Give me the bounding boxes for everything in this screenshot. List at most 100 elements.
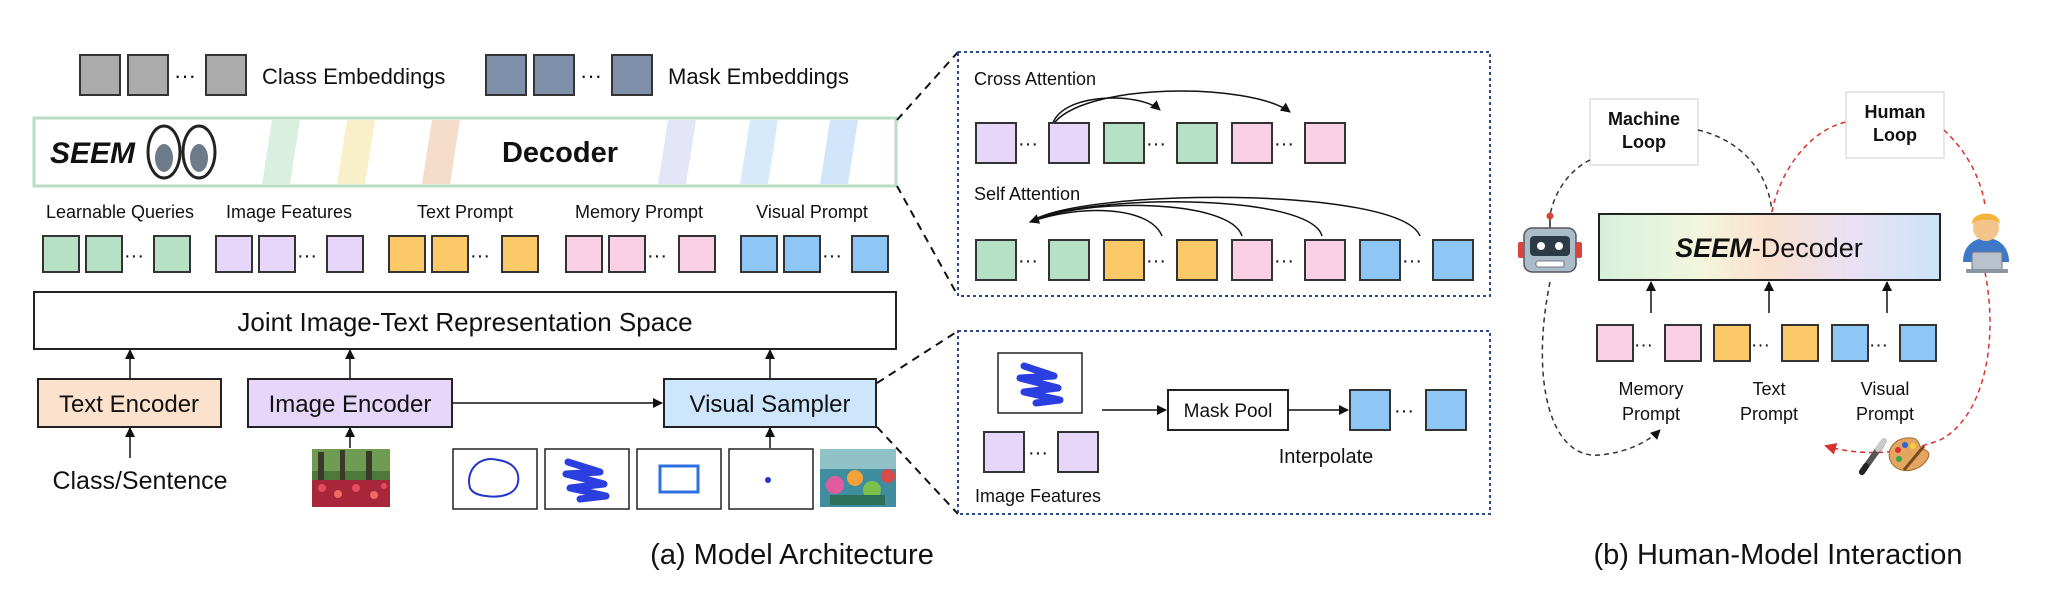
human-loop-label: Human — [1864, 102, 1925, 122]
connector-dashed — [896, 51, 959, 121]
human-loop-box — [1845, 91, 1945, 159]
image-features-detail-label: Image Features — [975, 486, 1101, 506]
mask-embedding-box — [533, 54, 575, 96]
token-box — [1713, 324, 1751, 362]
token-box — [1176, 122, 1218, 164]
image-features-label: Image Features — [226, 202, 352, 222]
token-box — [258, 235, 296, 273]
token-box — [975, 239, 1017, 281]
ellipsis: ··· — [1146, 250, 1166, 272]
ellipsis: ··· — [1394, 400, 1414, 422]
token-box — [1349, 389, 1391, 431]
token-box — [1432, 239, 1474, 281]
learnable-queries-tokens: ··· — [42, 235, 191, 273]
token-box — [85, 235, 123, 273]
machine-loop-path — [1549, 159, 1591, 216]
ellipsis: ··· — [1751, 335, 1770, 356]
visual-sampler-label: Visual Sampler — [690, 391, 851, 418]
text-encoder-label: Text Encoder — [59, 391, 199, 418]
token-box — [42, 235, 80, 273]
seem-decoder-interaction-box — [1598, 213, 1941, 281]
text-prompt-label: Prompt — [1740, 404, 1798, 424]
machine-loop-path — [1541, 281, 1661, 456]
attention-arc — [1051, 97, 1161, 127]
token-box — [326, 235, 364, 273]
ellipsis: ··· — [297, 245, 317, 267]
human-loop-path — [1771, 121, 1847, 213]
cross-attention-label: Cross Attention — [974, 69, 1096, 89]
eyes-icon — [146, 124, 217, 180]
stroke-prompt-thumbnail — [452, 448, 538, 510]
interpolate-label: Interpolate — [1279, 446, 1374, 468]
token-box — [740, 235, 778, 273]
token-box — [1596, 324, 1634, 362]
memory-prompt-tokens: ··· — [565, 235, 716, 273]
token-box — [1048, 239, 1090, 281]
ellipsis: ··· — [174, 63, 196, 88]
human-loop-label: Loop — [1873, 125, 1917, 145]
ellipsis: ··· — [647, 245, 667, 267]
connector-dashed — [896, 185, 959, 297]
garden-image-thumbnail — [312, 449, 390, 507]
visual-prompt-label: Visual — [1861, 379, 1910, 399]
ellipsis: ··· — [1018, 250, 1038, 272]
class-embedding-box — [127, 54, 169, 96]
ellipsis: ··· — [822, 245, 842, 267]
text-encoder-box — [37, 378, 222, 428]
class-embedding-box — [205, 54, 247, 96]
image-encoder-box — [247, 378, 453, 428]
mask-embedding-box — [485, 54, 527, 96]
token-box — [431, 235, 469, 273]
token-box — [783, 235, 821, 273]
caption-b: (b) Human-Model Interaction — [1593, 539, 1962, 571]
ellipsis: ··· — [580, 63, 602, 88]
token-box — [1664, 324, 1702, 362]
token-box — [1304, 239, 1346, 281]
machine-loop-box — [1589, 98, 1699, 166]
class-embeddings-legend: ··· Class Embeddings — [79, 54, 445, 96]
attention-arc — [1029, 209, 1163, 237]
class-sentence-label: Class/Sentence — [52, 467, 227, 495]
class-embedding-box — [79, 54, 121, 96]
memory-prompt-label: Prompt — [1622, 404, 1680, 424]
scene-image-thumbnail — [820, 449, 896, 507]
machine-loop-path — [1697, 129, 1773, 213]
token-box — [1781, 324, 1819, 362]
box-prompt-thumbnail — [636, 448, 722, 510]
machine-loop-label: Machine — [1608, 109, 1680, 129]
mask-pool-label: Mask Pool — [1184, 401, 1273, 422]
token-box — [608, 235, 646, 273]
seem-decoder-interaction-label: SEEM-Decoder — [1675, 233, 1863, 263]
ellipsis: ··· — [1274, 133, 1294, 155]
visual-prompt-tokens: ··· — [740, 235, 889, 273]
image-encoder-label: Image Encoder — [269, 391, 432, 418]
ellipsis: ··· — [470, 245, 490, 267]
palette-icon — [1888, 437, 1930, 472]
joint-space-label: Joint Image-Text Representation Space — [237, 307, 692, 337]
ellipsis: ··· — [1634, 335, 1653, 356]
ellipsis: ··· — [1402, 250, 1422, 272]
token-box — [388, 235, 426, 273]
attention-arc — [1029, 196, 1421, 237]
token-box — [1231, 122, 1273, 164]
token-box — [1831, 324, 1869, 362]
memory-prompt-label: Memory Prompt — [575, 202, 703, 222]
connector-dashed — [876, 330, 959, 384]
learnable-queries-label: Learnable Queries — [46, 202, 194, 222]
visual-prompt-label: Visual Prompt — [756, 202, 868, 222]
scribble-prompt-thumbnail — [544, 448, 630, 510]
attention-arc — [1051, 90, 1291, 127]
interaction-text-tokens: ··· — [1713, 324, 1819, 362]
machine-loop-label: Loop — [1622, 132, 1666, 152]
joint-space-box — [33, 291, 897, 350]
visual-prompt-label: Prompt — [1856, 404, 1914, 424]
token-box — [1057, 431, 1099, 473]
ellipsis: ··· — [1869, 335, 1888, 356]
mask-embeddings-label: Mask Embeddings — [668, 64, 849, 89]
seem-decoder-block: SEEM Decoder — [32, 116, 898, 188]
human-loop-path — [1943, 129, 1986, 206]
token-box — [1359, 239, 1401, 281]
token-box — [1048, 122, 1090, 164]
caption-a: (a) Model Architecture — [650, 539, 934, 571]
